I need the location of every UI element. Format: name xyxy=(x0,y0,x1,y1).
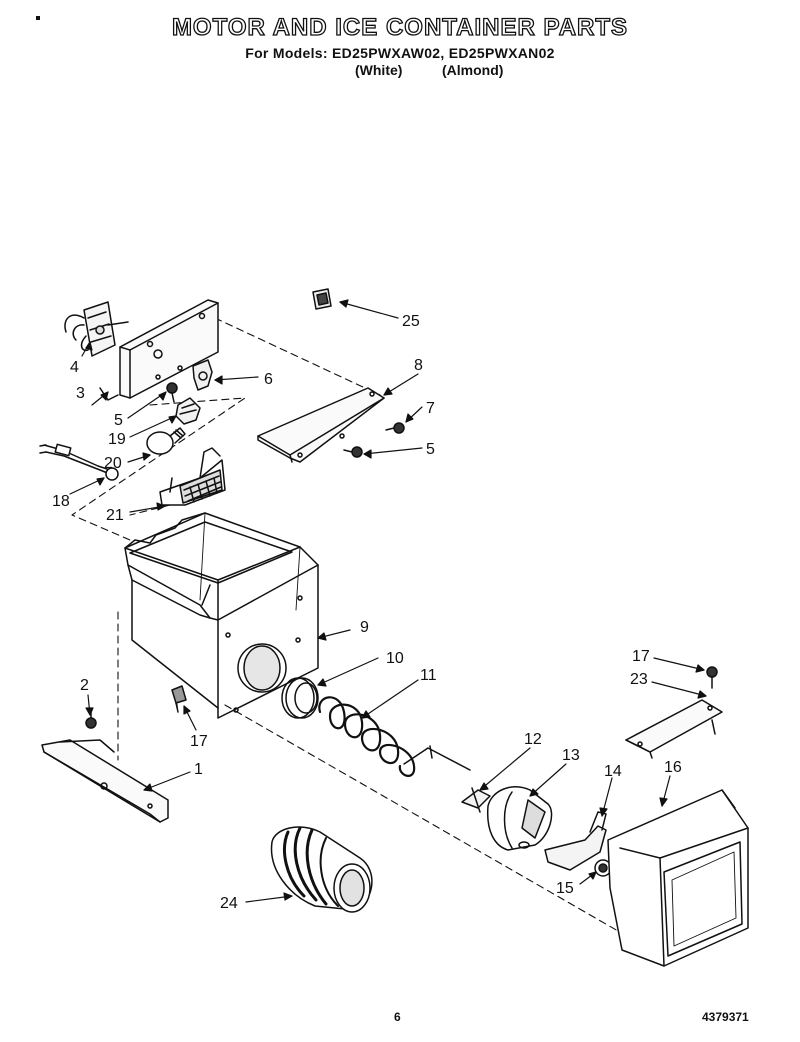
callout-25: 25 xyxy=(402,313,420,330)
callout-numbers: 25 4 6 8 3 5 7 19 5 20 18 21 9 10 11 2 1… xyxy=(52,313,682,912)
page-title: MOTOR AND ICE CONTAINER PARTS xyxy=(171,13,629,41)
callout-4: 4 xyxy=(70,359,79,376)
callout-5: 5 xyxy=(426,441,435,458)
corner-mark xyxy=(36,16,40,20)
callout-6: 6 xyxy=(264,371,273,388)
part-3-bracket-plate xyxy=(99,299,219,401)
callout-9: 9 xyxy=(360,619,369,636)
callout-12: 12 xyxy=(524,731,542,748)
callout-8: 8 xyxy=(414,357,423,374)
part-14-bracket xyxy=(544,811,607,871)
callout-2: 2 xyxy=(80,677,89,694)
part-4-motor xyxy=(64,301,129,357)
part-18-wire-harness xyxy=(39,443,119,481)
part-16-housing xyxy=(607,789,749,967)
callout-leaders xyxy=(69,299,707,903)
part-17-screw xyxy=(706,666,718,689)
part-21-light-shield xyxy=(159,447,226,506)
callout-17: 17 xyxy=(190,733,208,750)
callout-14: 14 xyxy=(604,763,622,780)
part-25-clip xyxy=(312,288,332,310)
callout-17: 17 xyxy=(632,648,650,665)
callout-16: 16 xyxy=(664,759,682,776)
model-line: For Models: ED25PWXAW02, ED25PWXAN02 xyxy=(245,45,555,61)
part-24-auger-cylinder xyxy=(270,826,373,913)
part-15-nut xyxy=(594,859,612,877)
part-6-clip xyxy=(192,359,213,391)
callout-1: 1 xyxy=(194,761,203,778)
part-5-screw xyxy=(166,382,178,403)
color-white-label: (White) xyxy=(355,62,403,78)
document-part-number: 4379371 xyxy=(702,1010,749,1024)
callout-15: 15 xyxy=(556,880,574,897)
part-17-screw xyxy=(171,685,187,713)
callout-18: 18 xyxy=(52,493,70,510)
part-7-screw xyxy=(385,422,405,434)
part-5-screw xyxy=(343,446,363,458)
callout-23: 23 xyxy=(630,671,648,688)
callout-24: 24 xyxy=(220,895,238,912)
part-8-rail xyxy=(257,387,385,463)
part-23-cover-strip xyxy=(625,699,723,759)
callout-21: 21 xyxy=(106,507,124,524)
part-9-ice-container xyxy=(124,512,319,719)
part-1-mounting-rail xyxy=(41,739,169,823)
callout-7: 7 xyxy=(426,400,435,417)
part-20-light-bulb xyxy=(146,427,186,455)
callout-3: 3 xyxy=(76,385,85,402)
part-11-auger-spring xyxy=(318,696,471,777)
callout-11: 11 xyxy=(420,667,437,684)
part-12-drive-blade xyxy=(461,787,491,813)
callout-20: 20 xyxy=(104,455,122,472)
page-number: 6 xyxy=(394,1010,401,1024)
callout-19: 19 xyxy=(108,431,126,448)
callout-10: 10 xyxy=(386,650,404,667)
part-2-screw xyxy=(85,711,97,729)
callout-13: 13 xyxy=(562,747,580,764)
part-13-crusher-housing xyxy=(486,786,553,851)
callout-5: 5 xyxy=(114,412,123,429)
part-19-lamp-socket xyxy=(175,397,201,425)
part-10-ring xyxy=(281,677,319,719)
color-almond-label: (Almond) xyxy=(442,62,504,78)
